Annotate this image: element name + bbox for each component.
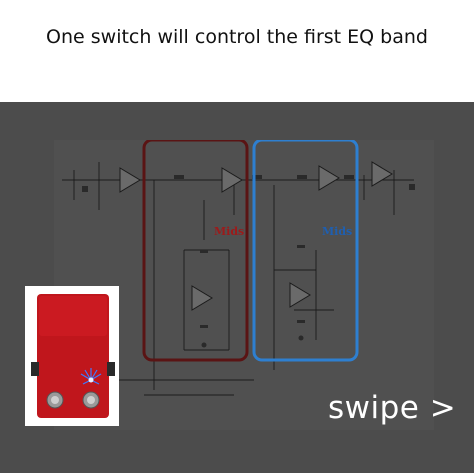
page-title: One switch will control the first EQ ban… <box>46 26 428 48</box>
pedal-image <box>25 286 119 426</box>
input-jack-icon <box>31 362 39 376</box>
output-jack-icon <box>107 362 115 376</box>
mids-label-left: Mids <box>214 225 244 238</box>
mids-highlight-box-right <box>252 140 359 362</box>
swipe-next-button[interactable]: swipe > <box>328 390 457 426</box>
pedal-thumbnail[interactable] <box>25 286 119 426</box>
mids-highlight-box-left <box>142 140 249 362</box>
header: One switch will control the first EQ ban… <box>0 0 474 102</box>
mids-label-right: Mids <box>322 225 352 238</box>
